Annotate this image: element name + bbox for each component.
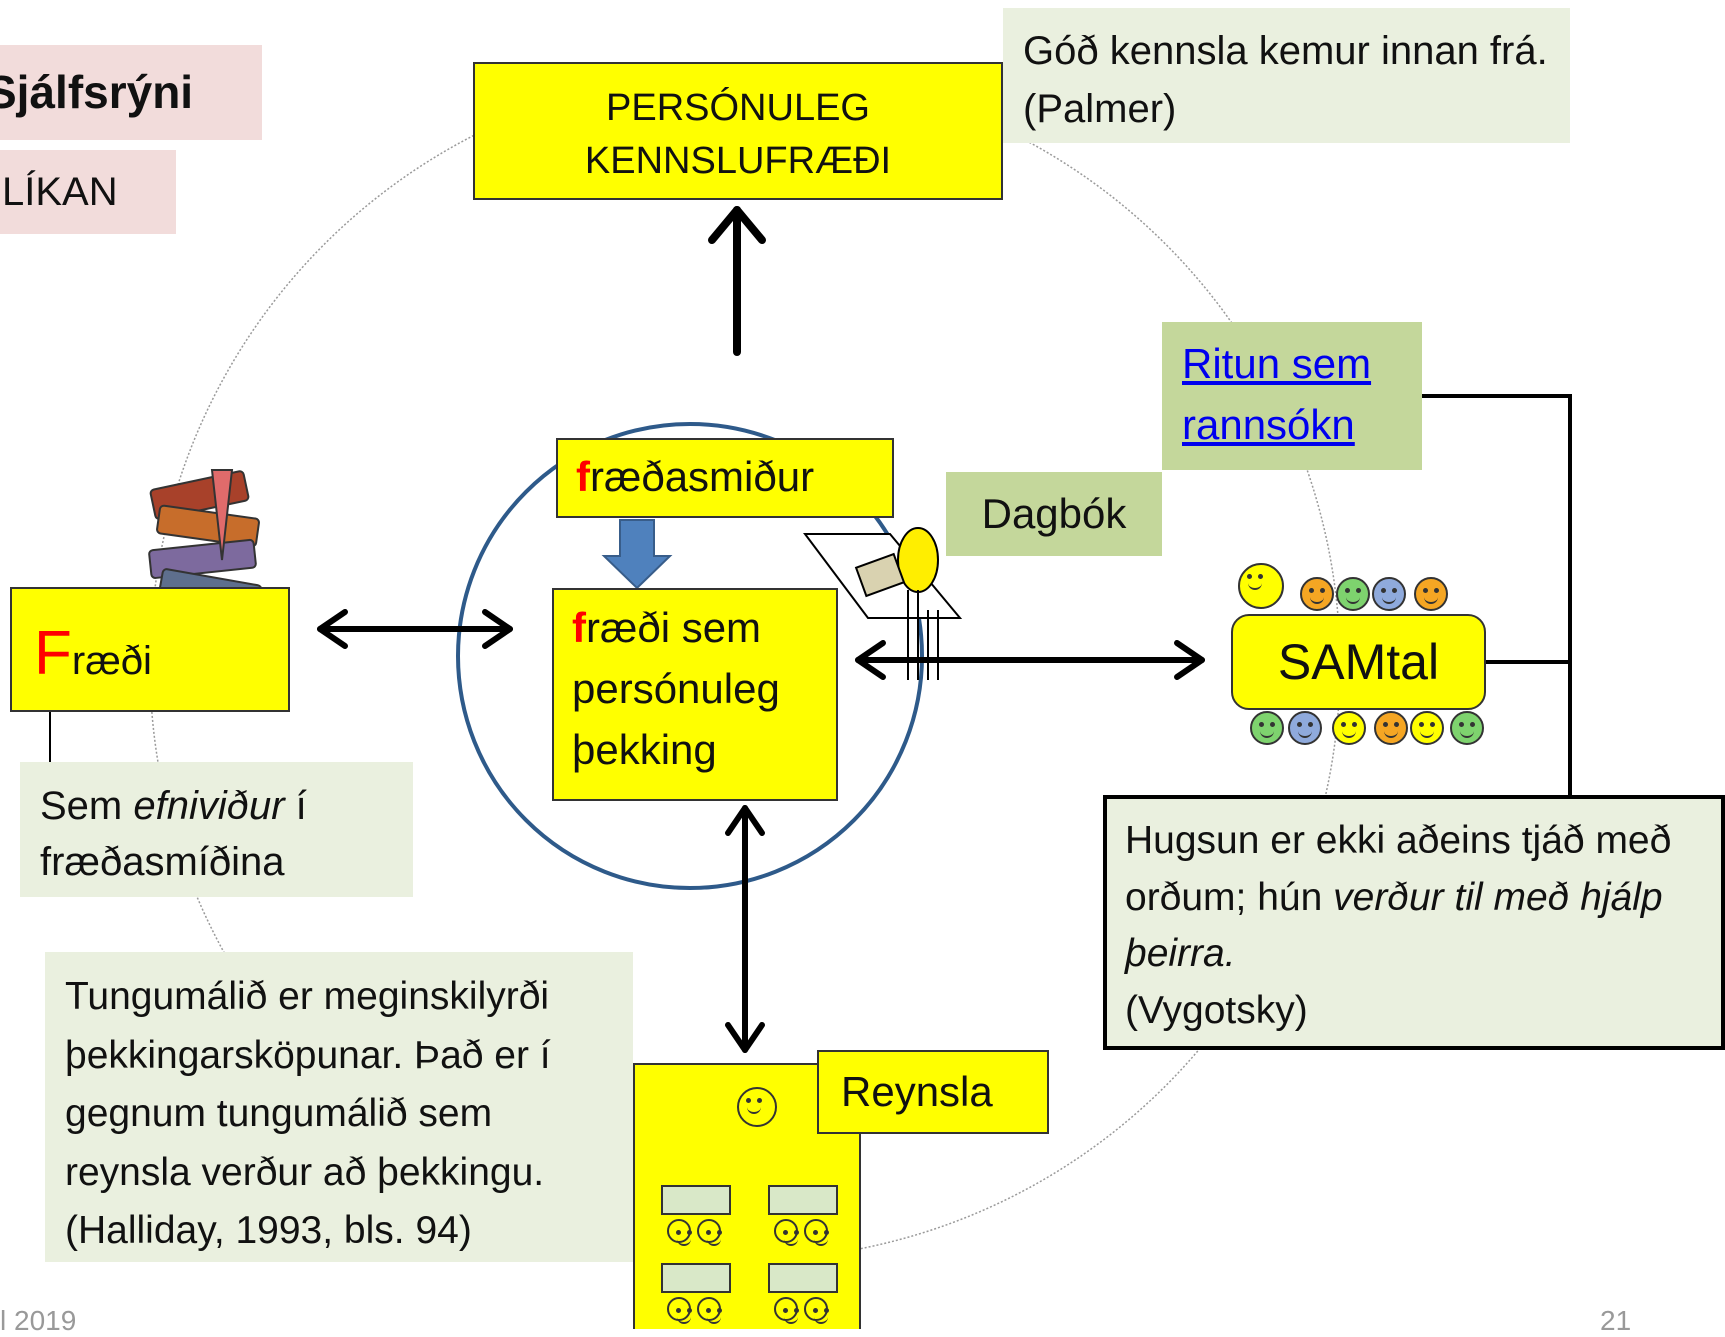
student-smiley-icon bbox=[667, 1219, 691, 1246]
vygotsky-quote: Hugsun er ekki aðeins tjáð með orðum; hú… bbox=[1103, 795, 1725, 1050]
teacher-smiley-icon bbox=[737, 1087, 777, 1127]
ritun-sem-rannsokn-link[interactable]: Ritun sem rannsókn bbox=[1182, 340, 1372, 448]
reynsla-label: Reynsla bbox=[817, 1050, 1049, 1134]
student-smiley-icon bbox=[697, 1219, 721, 1246]
student-smiley-icon bbox=[697, 1297, 721, 1324]
smiley-icon bbox=[1414, 577, 1448, 611]
smiley-icon bbox=[1410, 711, 1444, 745]
smiley-icon bbox=[1374, 711, 1408, 745]
arrow-up-to-pedagogy bbox=[708, 206, 766, 356]
efnividur-note: Sem efniviður í fræðasmíðina bbox=[20, 762, 413, 897]
smiley-icon bbox=[1238, 563, 1284, 609]
pedagogy-box: PERSÓNULEG KENNSLUFRÆÐI bbox=[473, 62, 1003, 200]
dagbok-label: Dagbók bbox=[946, 472, 1162, 556]
blue-down-arrow bbox=[601, 519, 673, 590]
samtal-box: SAMtal bbox=[1231, 614, 1486, 710]
fraedi-initial: F bbox=[34, 619, 72, 688]
student-smiley-icon bbox=[774, 1297, 798, 1324]
arrow-double-right bbox=[855, 640, 1205, 680]
smiley-icon bbox=[1288, 711, 1322, 745]
fraedasmidur-box: fræðasmiður bbox=[556, 438, 894, 518]
student-smiley-icon bbox=[774, 1219, 798, 1246]
student-smiley-icon bbox=[667, 1297, 691, 1324]
smiley-icon bbox=[1250, 711, 1284, 745]
smiley-icon bbox=[1336, 577, 1370, 611]
right-bracket-lines bbox=[1420, 394, 1572, 795]
student-smiley-icon bbox=[804, 1219, 828, 1246]
smiley-icon bbox=[1372, 577, 1406, 611]
arrow-double-down bbox=[725, 805, 765, 1053]
fraedi-box: Fræði bbox=[10, 587, 290, 712]
footer-date: l 2019 bbox=[0, 1305, 77, 1336]
desk-icon bbox=[768, 1185, 838, 1215]
desk-icon bbox=[768, 1263, 838, 1293]
student-smiley-icon bbox=[804, 1297, 828, 1324]
smiley-icon bbox=[1300, 577, 1334, 611]
palmer-quote: Góð kennsla kemur innan frá. (Palmer) bbox=[1003, 8, 1570, 143]
page-number: 21 bbox=[1600, 1305, 1632, 1336]
samtal-faces-top bbox=[1238, 563, 1478, 613]
smiley-icon bbox=[1332, 711, 1366, 745]
writer-figure-sketch bbox=[803, 527, 963, 680]
arrow-double-left bbox=[317, 609, 513, 649]
subtitle-label: LÍKAN bbox=[0, 150, 176, 234]
title-label: Sjálfsrýni bbox=[0, 45, 262, 140]
desk-icon bbox=[661, 1185, 731, 1215]
samtal-faces-bottom bbox=[1250, 711, 1490, 751]
smiley-icon bbox=[1450, 711, 1484, 745]
halliday-quote: Tungumálið er meginskilyrði þekkingarskö… bbox=[45, 952, 633, 1262]
personal-knowledge-box: fræði sem persónuleg þekking bbox=[552, 588, 838, 801]
ritun-link-box: Ritun sem rannsókn bbox=[1162, 322, 1422, 470]
desk-icon bbox=[661, 1263, 731, 1293]
inner-circle bbox=[456, 422, 924, 890]
